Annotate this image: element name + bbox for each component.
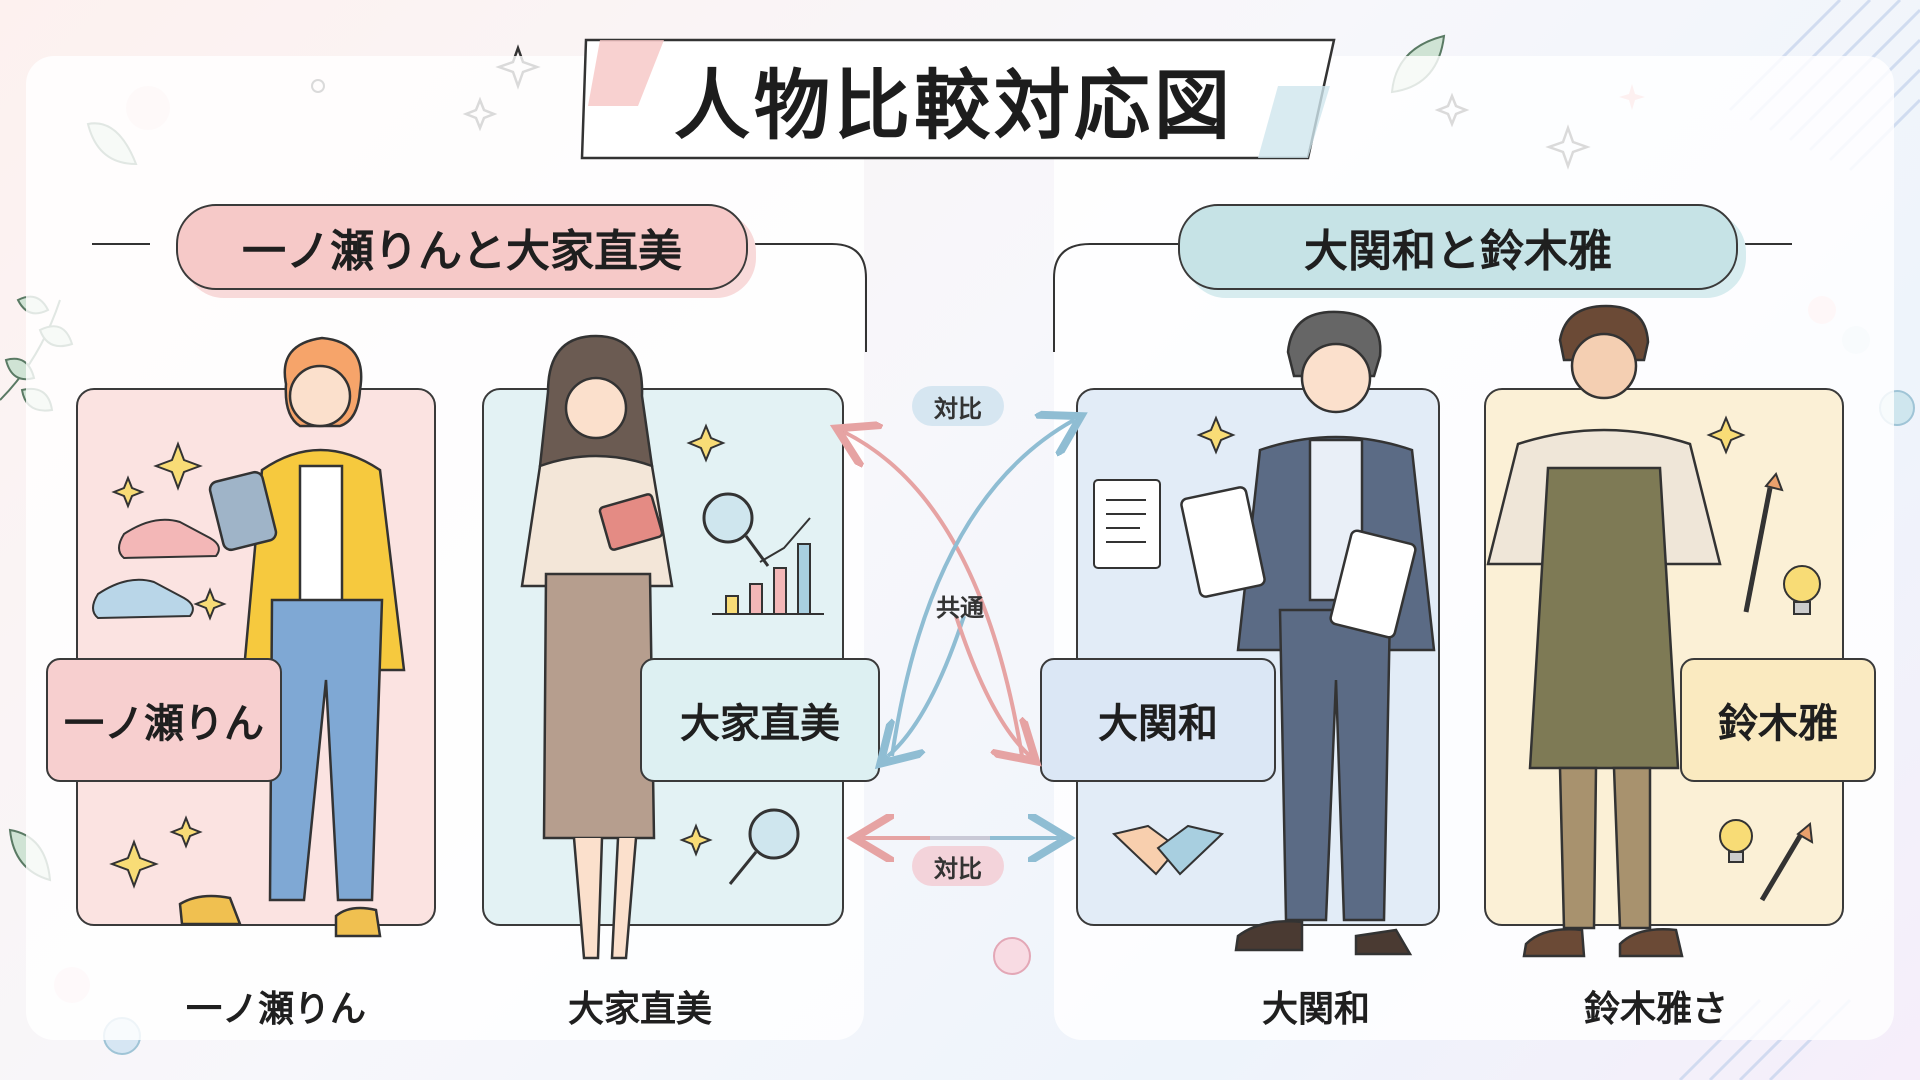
relation-label-middle: 共通 — [936, 594, 984, 622]
figure-suzuki-masa — [1486, 304, 1722, 958]
handshake-icon — [1111, 824, 1225, 876]
title-banner — [580, 38, 1336, 160]
namebox-ichinose-rin: 一ノ瀬りん — [46, 658, 282, 782]
arrow-top-right — [890, 420, 1074, 757]
caption-suzuki-masa: 鈴木雅さ — [1583, 989, 1728, 1030]
caption-ichinose-rin: 一ノ瀬りん — [185, 989, 366, 1030]
page-title: 人物比較対応図 — [674, 61, 1234, 150]
caption-oie-naomi: 大家直美 — [567, 989, 712, 1030]
document-icon — [1093, 479, 1161, 569]
caption-ozeki-kazu: 大関和 — [1261, 989, 1370, 1030]
bar-chart-icon — [712, 517, 824, 615]
sneaker-icon — [92, 518, 220, 620]
sparkle-icon — [109, 415, 1746, 889]
figure-ozeki-kazu — [1180, 310, 1436, 956]
light-bulb-icon — [1719, 565, 1821, 863]
relation-label-bottom: 対比 — [912, 846, 1004, 886]
namebox-suzuki-masa: 鈴木雅 — [1680, 658, 1876, 782]
arrow-cross-left — [886, 615, 966, 758]
group-label-left: 一ノ瀬りんと大家直美 — [176, 204, 748, 290]
relation-label-top: 対比 — [912, 386, 1004, 426]
magnifier-icon — [702, 492, 800, 885]
figure-ichinose-rin — [178, 336, 406, 938]
figure-oie-naomi — [520, 334, 674, 960]
namebox-ozeki-kazu: 大関和 — [1040, 658, 1276, 782]
arrow-cross-right — [954, 615, 1030, 756]
group-label-right: 大関和と鈴木雅 — [1178, 204, 1738, 290]
paintbrush-icon — [1743, 472, 1814, 902]
namebox-oie-naomi: 大家直美 — [640, 658, 880, 782]
